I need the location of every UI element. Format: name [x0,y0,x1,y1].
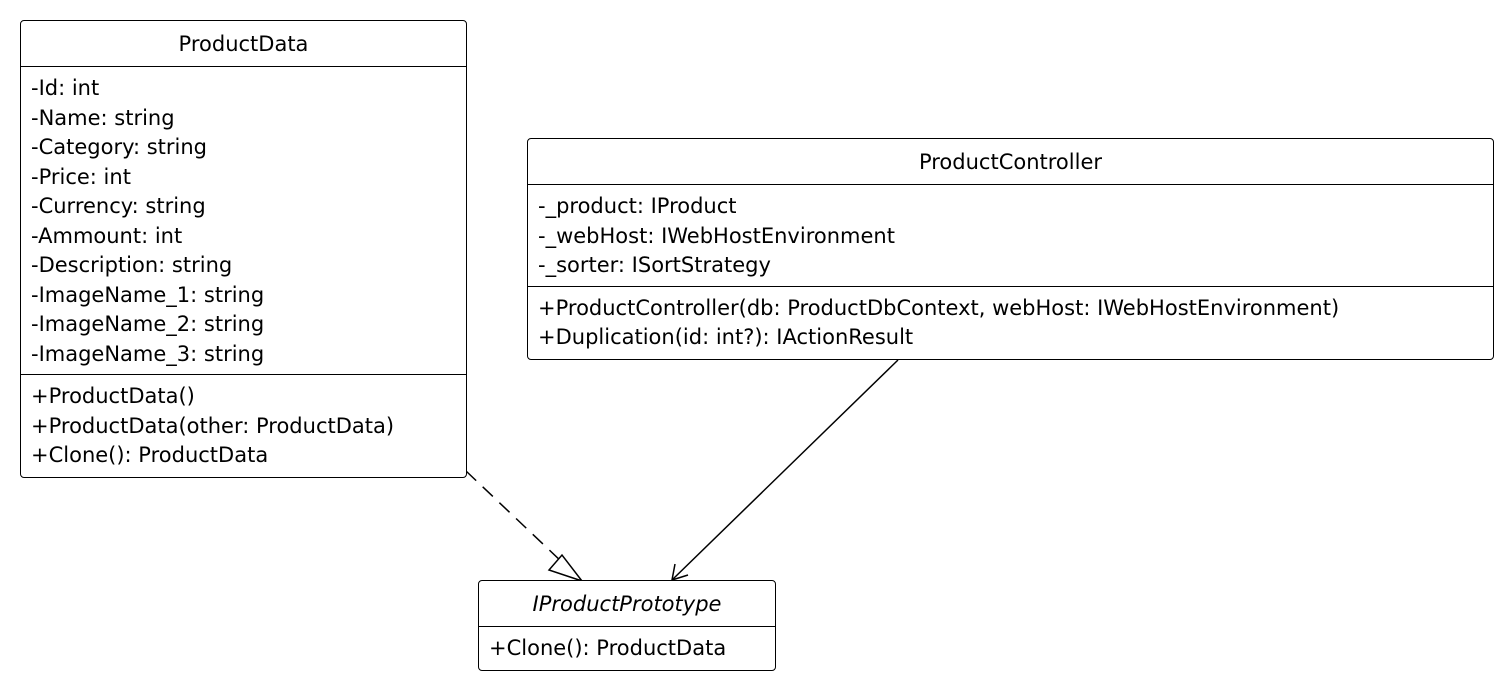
attribute: -ImageName_2: string [31,312,265,336]
method: +Duplication(id: int?): IActionResult [538,325,914,349]
methods-compartment: +ProductController(db: ProductDbContext,… [528,287,1493,358]
method: +Clone(): ProductData [489,636,727,660]
attribute: -Ammount: int [31,223,183,248]
attribute: -_sorter: ISortStrategy [538,253,771,277]
attribute: -Name: string [31,105,175,130]
interface-name: IProductPrototype [479,581,775,627]
attribute: -Id: int [31,76,100,100]
class-name: ProductData [21,21,466,67]
method: +Clone(): ProductData [31,443,269,467]
attribute: -Description: string [31,253,233,277]
attributes-compartment: -_product: IProduct -_webHost: IWebHostE… [528,185,1493,287]
attribute: -_product: IProduct [538,194,737,218]
attribute: -Currency: string [31,194,206,218]
association-line [671,359,899,581]
attribute: -ImageName_1: string [31,282,265,307]
realization-arrowhead [547,553,585,583]
class-product-controller[interactable]: ProductController -_product: IProduct -_… [527,138,1494,360]
realization-line [465,470,564,564]
method: +ProductData(other: ProductData) [31,413,395,438]
attributes-compartment: -Id: int -Name: string -Category: string… [21,67,466,375]
attribute: -ImageName_3: string [31,341,265,366]
attribute: -Category: string [31,135,208,159]
class-product-data[interactable]: ProductData -Id: int -Name: string -Cate… [20,20,467,478]
method: +ProductData() [31,384,195,408]
methods-compartment: +Clone(): ProductData [479,627,775,669]
methods-compartment: +ProductData() +ProductData(other: Produ… [21,375,466,476]
interface-product-prototype[interactable]: IProductPrototype +Clone(): ProductData [478,580,776,671]
method: +ProductController(db: ProductDbContext,… [538,295,1340,320]
attribute: -Price: int [31,164,131,189]
class-name: ProductController [528,139,1493,185]
attribute: -_webHost: IWebHostEnvironment [538,223,895,248]
